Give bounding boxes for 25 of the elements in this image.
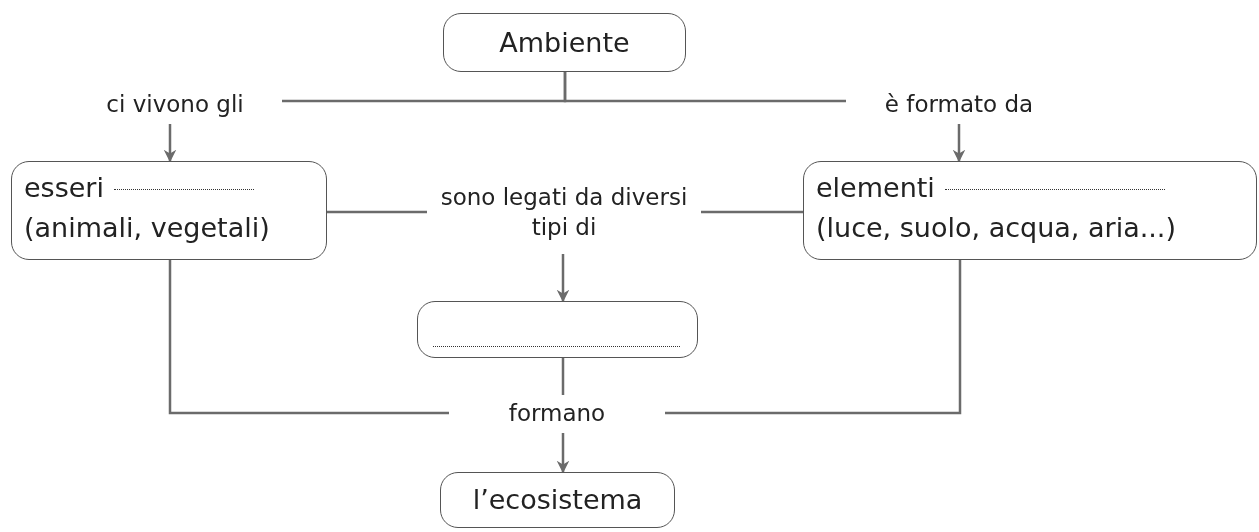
arrow [163, 124, 177, 163]
box-text: elementi [816, 172, 935, 203]
arrow [556, 433, 570, 474]
rounded-box [11, 161, 327, 260]
box-text: (animali, vegetali) [24, 212, 270, 243]
connector-line [701, 210, 803, 214]
linking-phrase: sono legati da diversi tipi di [427, 172, 701, 252]
empty-answer-box [417, 301, 698, 358]
connector-line [561, 358, 565, 395]
rounded-box [443, 13, 686, 72]
linking-phrase: è formato da [846, 86, 1072, 122]
rounded-box [803, 161, 1257, 260]
connector-line [327, 210, 427, 214]
box-text: esseri [24, 172, 104, 203]
linking-phrase: formano [449, 395, 665, 431]
box-text: Ambiente [499, 26, 630, 58]
box-text: l’ecosistema [472, 484, 643, 515]
arrow [556, 254, 570, 303]
connector-line [563, 72, 846, 103]
linking-phrase: ci vivono gli [68, 86, 282, 122]
arrow [952, 124, 966, 163]
box-text: (luce, suolo, acqua, aria...) [816, 212, 1176, 243]
connector-line [168, 260, 449, 415]
connector-line [665, 260, 962, 415]
rounded-box [440, 472, 675, 528]
